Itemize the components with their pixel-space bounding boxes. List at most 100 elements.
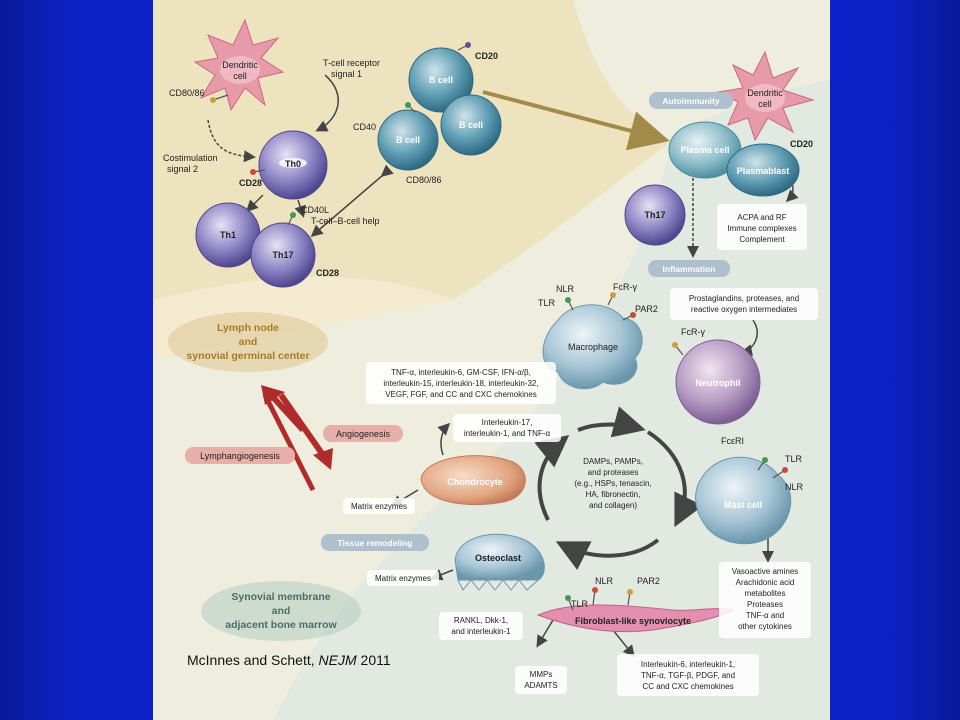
dendritic-left-label-1: Dendritic — [222, 60, 258, 70]
mast-tlr-label: TLR — [785, 454, 803, 464]
vasoactive-line-5: TNF-α and — [746, 611, 784, 620]
acpa-line-2: Immune complexes — [727, 224, 796, 233]
neut-fcr-label: FcR-γ — [681, 327, 705, 337]
matrix-chondro-label: Matrix enzymes — [351, 502, 407, 511]
box-vasoactive: Vasoactive amines Arachidonic acid metab… — [719, 562, 811, 638]
chondrocyte-label: Chondrocyte — [447, 477, 503, 487]
b-to-plasma-arrow — [482, 90, 670, 151]
b-cell-mid-label: B cell — [396, 135, 420, 145]
pill-angiogenesis: Angiogenesis — [323, 425, 403, 442]
cd28-th0-label: CD28 — [239, 178, 262, 188]
th17-cell-left: Th17 — [250, 222, 316, 288]
prostaglandins-line-2: reactive oxygen intermediates — [691, 305, 797, 314]
angio-arrow-shaft — [278, 393, 326, 457]
fib-par2-label: PAR2 — [637, 576, 660, 586]
fib-cytokines-line-3: CC and CXC chemokines — [642, 682, 733, 691]
neutrophil-label: Neutrophil — [696, 378, 741, 388]
synovial-line-2: and — [272, 605, 291, 617]
pill-tissue-remodeling: Tissue remodeling — [321, 534, 429, 551]
vasoactive-line-6: other cytokines — [738, 622, 792, 631]
damps-line-2: and proteases — [588, 468, 639, 477]
vasoactive-line-1: Vasoactive amines — [732, 567, 799, 576]
box-mac-cytokines: TNF-α, interleukin-6, GM-CSF, IFN-α/β, i… — [366, 362, 556, 404]
pill-lymphangiogenesis: Lymphangiogenesis — [185, 447, 295, 464]
acpa-line-3: Complement — [739, 235, 785, 244]
plasma-cell-label: Plasma cell — [680, 145, 729, 155]
dendritic-left-label-2: cell — [233, 71, 247, 81]
pathogenesis-diagram: Dendritic cell Dendritic cell Th0 Th1 Th… — [153, 0, 830, 720]
lymph-node-region-label: Lymph node and synovial germinal center — [168, 312, 328, 372]
mac-cytokines-line-2: interleukin-15, interleukin-18, interleu… — [383, 379, 538, 388]
figure-panel: Dendritic cell Dendritic cell Th0 Th1 Th… — [153, 0, 830, 720]
mast-cell-label: Mast cell — [724, 500, 762, 510]
th17-left-label: Th17 — [272, 250, 293, 260]
costim-label-1: Costimulation — [163, 153, 218, 163]
pill-angiogenesis-label: Angiogenesis — [336, 429, 391, 439]
vasoactive-line-4: Proteases — [747, 600, 783, 609]
box-matrix-chondro: Matrix enzymes — [343, 498, 415, 514]
citation: McInnes and Schett, NEJM 2011 — [187, 652, 391, 668]
th17-right-label: Th17 — [644, 210, 665, 220]
dendritic-cell-left: Dendritic cell — [193, 18, 285, 112]
mast-fceri-label: FcεRI — [721, 436, 744, 446]
box-prostaglandins: Prostaglandins, proteases, and reactive … — [670, 288, 818, 320]
b-cell-low-label: B cell — [459, 120, 483, 130]
dendritic-right-label-2: cell — [758, 99, 772, 109]
mac-par2-label: PAR2 — [635, 304, 658, 314]
mast-nlr-label: NLR — [785, 482, 804, 492]
vasoactive-line-3: metabolites — [745, 589, 786, 598]
pill-autoimmunity-label: Autoimmunity — [662, 96, 719, 106]
citation-journal: NEJM — [318, 652, 357, 668]
cd28-th17-label: CD28 — [316, 268, 339, 278]
cd40l-label: CD40L — [301, 205, 329, 215]
cycle-arrow — [646, 430, 704, 528]
box-rankl: RANKL, Dkk-1, and interleukin-1 — [439, 612, 523, 640]
box-il17: Interleukin-17, interleukin-1, and TNF-α — [453, 414, 561, 442]
plasmablast-label: Plasmablast — [737, 166, 790, 176]
costim-label-2: signal 2 — [167, 164, 198, 174]
th1-cell: Th1 — [195, 202, 261, 268]
box-damps: DAMPs, PAMPs, and proteases (e.g., HSPs,… — [574, 457, 651, 510]
b-cell-low: B cell — [440, 94, 502, 156]
mac-cytokines-line-1: TNF-α, interleukin-6, GM-CSF, IFN-α/β, — [391, 368, 531, 377]
damps-line-5: and collagen) — [589, 501, 637, 510]
box-matrix-osteo: Matrix enzymes — [367, 570, 439, 586]
dendritic-cell-right: Dendritic cell — [716, 50, 815, 142]
fib-cytokines-line-2: TNF-α, TGF-β, PDGF, and — [641, 671, 735, 680]
b-cell-top: B cell — [408, 47, 474, 113]
synovial-line-3: adjacent bone marrow — [225, 619, 337, 631]
box-fib-cytokines: Interleukin-6, interleukin-1, TNF-α, TGF… — [617, 654, 759, 696]
cd80-86-left-label: CD80/86 — [169, 88, 205, 98]
mast-cell: Mast cell — [695, 456, 792, 545]
chondrocyte-cell: Chondrocyte — [420, 455, 526, 506]
th17-cell-right: Th17 — [624, 184, 686, 246]
mmps-line-1: MMPs — [530, 670, 553, 679]
citation-authors: McInnes and Schett, — [187, 652, 319, 668]
mac-fcr-label: FcR-γ — [613, 282, 637, 292]
acpa-line-1: ACPA and RF — [737, 213, 786, 222]
tcr-signal-label-2: signal 1 — [331, 69, 362, 79]
synovial-region-label: Synovial membrane and adjacent bone marr… — [201, 581, 361, 641]
macrophage-label: Macrophage — [568, 342, 618, 352]
mac-tlr-label: TLR — [538, 298, 556, 308]
osteoclast-cell: Osteoclast — [454, 533, 545, 591]
pill-inflammation-label: Inflammation — [663, 264, 716, 274]
cd80-86-b-label: CD80/86 — [406, 175, 442, 185]
mac-cytokines-line-3: VEGF, FGF, and CC and CXC chemokines — [385, 390, 537, 399]
lymph-node-line-3: synovial germinal center — [186, 350, 309, 362]
tb-help-label: T-cell–B-cell help — [311, 216, 380, 226]
lymph-node-line-1: Lymph node — [217, 322, 279, 334]
th0-label: Th0 — [285, 159, 301, 169]
cd20-plasmablast-label: CD20 — [790, 139, 813, 149]
plasmablast-cell: Plasmablast — [726, 143, 800, 197]
osteoclast-label: Osteoclast — [475, 553, 521, 563]
cd20-top-label: CD20 — [475, 51, 498, 61]
il17-line-1: Interleukin-17, — [482, 418, 533, 427]
damps-line-4: HA, fibronectin, — [586, 490, 641, 499]
prostaglandins-line-1: Prostaglandins, proteases, and — [689, 294, 799, 303]
b-cell-top-label: B cell — [429, 75, 453, 85]
fib-tlr-label: TLR — [571, 599, 589, 609]
matrix-osteo-label: Matrix enzymes — [375, 574, 431, 583]
box-acpa: ACPA and RF Immune complexes Complement — [717, 204, 807, 250]
lymph-node-line-2: and — [239, 336, 258, 348]
